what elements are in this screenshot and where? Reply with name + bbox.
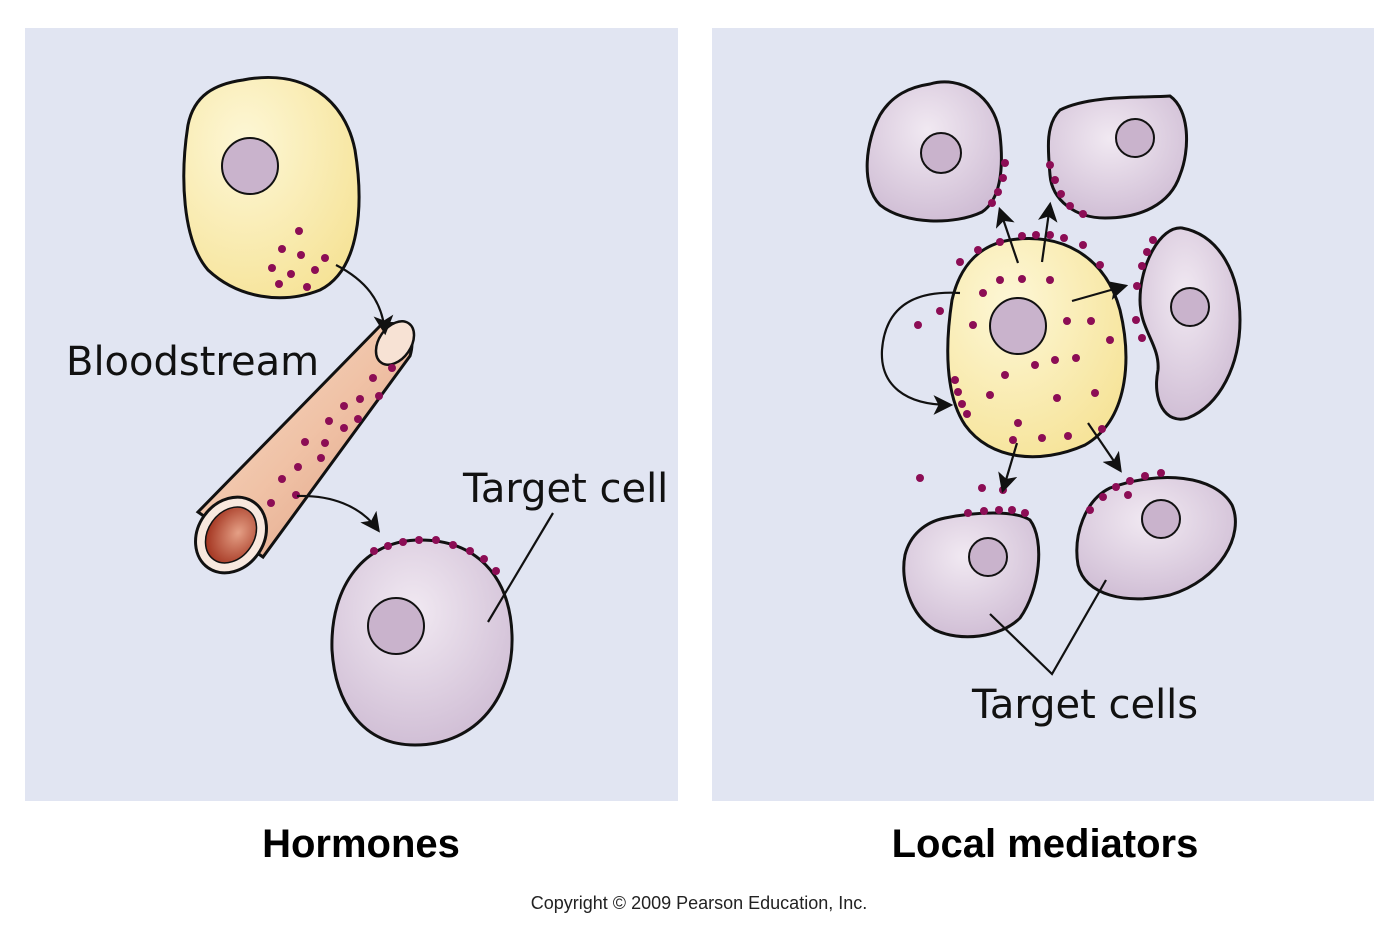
secretion-arrow bbox=[335, 264, 394, 336]
local-mediators-panel: Target cells bbox=[712, 28, 1374, 801]
arrow-to-bottom-left bbox=[998, 442, 1019, 494]
nucleus bbox=[367, 597, 425, 655]
target-cell bbox=[330, 536, 514, 747]
target-cell-bottom-left bbox=[902, 511, 1041, 639]
blood-vessel bbox=[194, 320, 416, 575]
target-cell-top-right bbox=[1046, 94, 1189, 220]
nucleus bbox=[989, 297, 1047, 355]
autocrine-arrow bbox=[880, 291, 961, 415]
target-cells-label: Target cells bbox=[971, 682, 1198, 728]
target-cell-right bbox=[1138, 226, 1242, 421]
vessel-lumen bbox=[204, 506, 258, 564]
target-cell-label: Target cell bbox=[462, 466, 668, 512]
hormone-molecules-in-blood bbox=[267, 364, 396, 507]
local-mediators-caption: Local mediators bbox=[892, 822, 1199, 866]
arrow-to-top-left bbox=[995, 206, 1020, 264]
arrow-to-bottom-right bbox=[1087, 422, 1122, 473]
target-cell-top-left bbox=[865, 80, 1003, 223]
target-cell-leader bbox=[487, 512, 554, 623]
delivery-arrow bbox=[296, 494, 380, 533]
target-cells-leader bbox=[989, 579, 1107, 676]
endocrine-cell bbox=[182, 75, 361, 300]
arrow-to-right bbox=[1071, 280, 1129, 303]
hormones-caption: Hormones bbox=[262, 822, 460, 866]
copyright-notice: Copyright © 2009 Pearson Education, Inc. bbox=[531, 893, 867, 913]
secreting-cell bbox=[946, 237, 1128, 459]
target-cell-bottom-right bbox=[1075, 476, 1237, 601]
hormones-panel: Bloodstream Target cell bbox=[25, 28, 678, 801]
bound-hormone-molecules bbox=[370, 536, 500, 575]
bloodstream-label: Bloodstream bbox=[66, 339, 319, 385]
arrow-to-top-right bbox=[1037, 201, 1058, 263]
nucleus bbox=[221, 137, 279, 195]
local-mediator-molecules bbox=[914, 159, 1165, 517]
hormone-molecules bbox=[268, 227, 329, 291]
